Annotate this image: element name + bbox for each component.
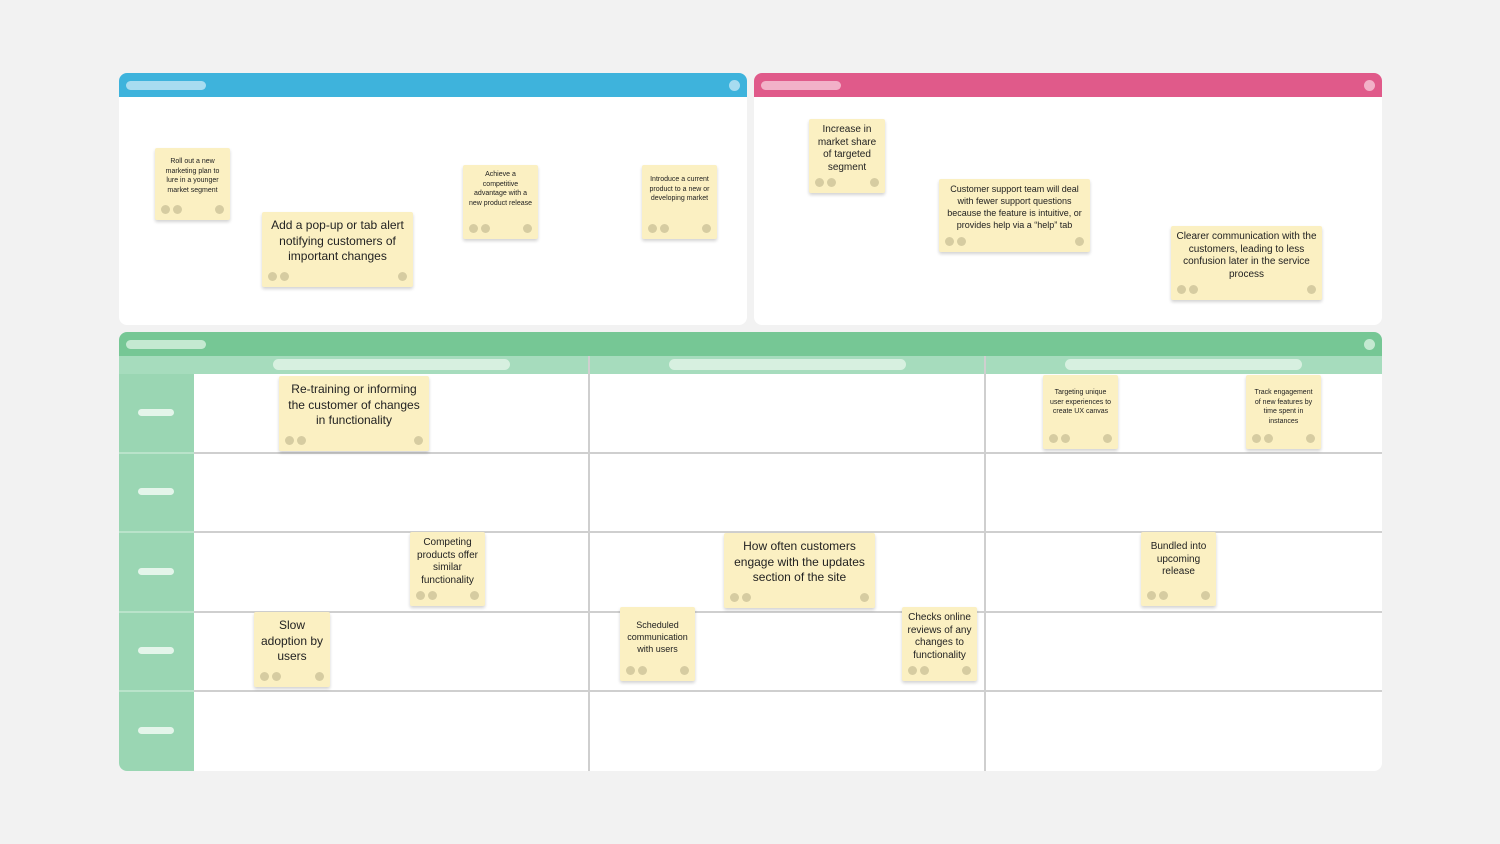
sticky-note[interactable]: How often customers engage with the upda…	[724, 533, 875, 608]
sticky-vote-icons	[268, 272, 289, 281]
bottom-panel-header[interactable]	[119, 332, 1382, 356]
sticky-note-text: Competing products offer similar functio…	[417, 537, 478, 586]
row-divider	[194, 611, 1382, 613]
sticky-vote-icons	[1147, 591, 1168, 600]
row-header-3[interactable]	[138, 568, 174, 575]
sticky-note-text: Checks online reviews of any changes to …	[907, 612, 972, 661]
sticky-menu-icon[interactable]	[523, 224, 532, 233]
top-left-panel-title-placeholder	[126, 81, 206, 90]
sticky-menu-icon[interactable]	[1307, 285, 1316, 294]
sticky-note[interactable]: Re-training or informing the customer of…	[279, 376, 429, 451]
bottom-panel-title-placeholder	[126, 340, 206, 349]
sticky-menu-icon[interactable]	[398, 272, 407, 281]
column-divider	[984, 356, 986, 771]
sticky-note[interactable]: Clearer communication with the customers…	[1171, 226, 1322, 300]
sticky-vote-icons	[416, 591, 437, 600]
sticky-note[interactable]: Checks online reviews of any changes to …	[902, 607, 977, 681]
row-header-1[interactable]	[138, 409, 174, 416]
sticky-menu-icon[interactable]	[1201, 591, 1210, 600]
sticky-vote-icons	[815, 178, 836, 187]
row-header-5[interactable]	[138, 727, 174, 734]
sticky-note-text: Re-training or informing the customer of…	[288, 382, 420, 427]
sticky-vote-icons	[260, 672, 281, 681]
sticky-vote-icons	[1049, 434, 1070, 443]
sticky-note-text: Customer support team will deal with few…	[947, 184, 1082, 230]
bottom-panel-menu-icon[interactable]	[1364, 339, 1375, 350]
sticky-note[interactable]: Scheduled communication with users	[620, 607, 695, 681]
sticky-menu-icon[interactable]	[315, 672, 324, 681]
sticky-note-text: Targeting unique user experiences to cre…	[1049, 389, 1112, 415]
sticky-vote-icons	[648, 224, 669, 233]
sticky-menu-icon[interactable]	[1075, 237, 1084, 246]
column-header-1[interactable]	[273, 359, 510, 370]
sticky-note[interactable]: Track engagement of new features by time…	[1246, 375, 1321, 449]
sticky-vote-icons	[1252, 434, 1273, 443]
sticky-vote-icons	[945, 237, 966, 246]
sticky-note[interactable]: Targeting unique user experiences to cre…	[1043, 375, 1118, 449]
row-divider-sidebar	[119, 452, 194, 454]
sticky-vote-icons	[908, 666, 929, 675]
column-header-2[interactable]	[669, 359, 906, 370]
sticky-note-text: Roll out a new marketing plan to lure in…	[165, 158, 220, 194]
sticky-note[interactable]: Customer support team will deal with few…	[939, 179, 1090, 252]
top-left-panel-menu-icon[interactable]	[729, 80, 740, 91]
sticky-vote-icons	[285, 436, 306, 445]
sticky-note-text: How often customers engage with the upda…	[734, 539, 865, 584]
sticky-menu-icon[interactable]	[860, 593, 869, 602]
sticky-note-text: Track engagement of new features by time…	[1254, 389, 1313, 425]
sticky-note-text: Introduce a current product to a new or …	[649, 176, 710, 202]
column-header-band	[119, 356, 1382, 374]
sticky-vote-icons	[1177, 285, 1198, 294]
row-header-sidebar	[119, 374, 194, 771]
row-divider	[194, 452, 1382, 454]
top-right-panel-menu-icon[interactable]	[1364, 80, 1375, 91]
sticky-note-text: Increase in market share of targeted seg…	[817, 124, 877, 173]
row-divider	[194, 690, 1382, 692]
top-right-panel-title-placeholder	[761, 81, 841, 90]
top-right-panel-header[interactable]	[754, 73, 1382, 97]
sticky-menu-icon[interactable]	[1306, 434, 1315, 443]
sticky-note-text: Clearer communication with the customers…	[1176, 231, 1317, 280]
sticky-vote-icons	[161, 205, 182, 214]
row-header-2[interactable]	[138, 488, 174, 495]
sticky-menu-icon[interactable]	[215, 205, 224, 214]
sticky-menu-icon[interactable]	[1103, 434, 1112, 443]
sticky-vote-icons	[626, 666, 647, 675]
sticky-note[interactable]: Slow adoption by users	[254, 612, 330, 687]
sticky-menu-icon[interactable]	[702, 224, 711, 233]
sticky-menu-icon[interactable]	[470, 591, 479, 600]
row-divider-sidebar	[119, 690, 194, 692]
sticky-menu-icon[interactable]	[962, 666, 971, 675]
sticky-menu-icon[interactable]	[414, 436, 423, 445]
sticky-note-text: Add a pop-up or tab alert notifying cust…	[271, 218, 404, 263]
sticky-note-text: Slow adoption by users	[260, 618, 324, 663]
row-divider-sidebar	[119, 611, 194, 613]
sticky-note[interactable]: Achieve a competitive advantage with a n…	[463, 165, 538, 239]
sticky-note[interactable]: Bundled into upcoming release	[1141, 532, 1216, 606]
sticky-vote-icons	[469, 224, 490, 233]
row-header-4[interactable]	[138, 647, 174, 654]
sticky-note[interactable]: Roll out a new marketing plan to lure in…	[155, 148, 230, 220]
sticky-note-text: Scheduled communication with users	[627, 620, 688, 654]
row-divider	[194, 531, 1382, 533]
sticky-note[interactable]: Competing products offer similar functio…	[410, 532, 485, 606]
sticky-vote-icons	[730, 593, 751, 602]
sticky-note[interactable]: Increase in market share of targeted seg…	[809, 119, 885, 193]
sticky-note[interactable]: Add a pop-up or tab alert notifying cust…	[262, 212, 413, 287]
sticky-note-text: Bundled into upcoming release	[1150, 541, 1207, 577]
column-divider	[588, 356, 590, 771]
sticky-note-text: Achieve a competitive advantage with a n…	[468, 171, 533, 207]
sticky-menu-icon[interactable]	[680, 666, 689, 675]
top-left-panel-header[interactable]	[119, 73, 747, 97]
sticky-note[interactable]: Introduce a current product to a new or …	[642, 165, 717, 239]
row-divider-sidebar	[119, 531, 194, 533]
column-header-3[interactable]	[1065, 359, 1302, 370]
sticky-menu-icon[interactable]	[870, 178, 879, 187]
